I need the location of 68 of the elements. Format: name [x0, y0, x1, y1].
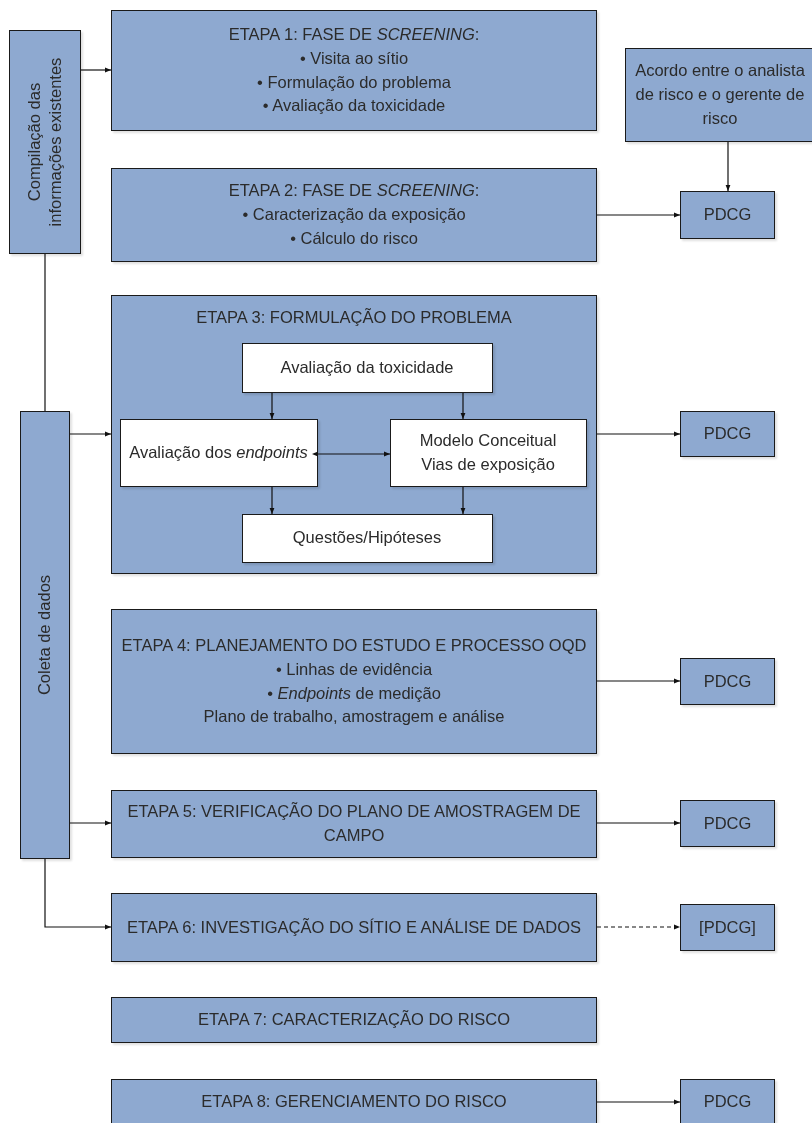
- stage-box: [111, 790, 597, 858]
- node-label: PDCG: [703, 204, 752, 226]
- process-box: [119, 418, 318, 487]
- pdcg-box: [680, 411, 775, 457]
- node-label: • Endpoints de medição: [267, 682, 441, 704]
- stage-box: [111, 10, 597, 131]
- arrow: [596, 924, 681, 930]
- arrow: [596, 678, 681, 684]
- arrow: [69, 820, 112, 826]
- node-label: PDCG: [703, 423, 752, 445]
- arrow: [596, 1099, 681, 1105]
- stage-box: [111, 168, 597, 262]
- node-label: • Visita ao sítio: [299, 47, 409, 69]
- arrow: [69, 431, 112, 437]
- stage-heading: ETAPA 4: PLANEJAMENTO DO ESTUDO E PROCESSO OQD: [121, 634, 587, 656]
- arrow: [312, 451, 391, 457]
- node-label: Vias de exposição: [421, 453, 555, 475]
- node-label: ETAPA 6: INVESTIGAÇÃO DO SÍTIO E ANÁLISE DE DADOS: [126, 916, 582, 938]
- arrow: [596, 431, 681, 437]
- node-label: PDCG: [703, 670, 752, 692]
- node-label: [PDCG]: [699, 916, 756, 938]
- pdcg-box: [680, 1079, 775, 1123]
- node-label: PDCG: [703, 812, 752, 834]
- pdcg-box: [680, 191, 775, 239]
- pdcg-box: [680, 904, 775, 951]
- node-label: PDCG: [703, 1090, 752, 1112]
- arrow: [725, 141, 731, 192]
- arrow: [80, 67, 112, 73]
- arrow: [460, 486, 466, 515]
- node-label: Avaliação dos endpoints: [129, 441, 308, 463]
- node-label: Coleta de dados: [34, 573, 55, 698]
- stage-box: [111, 997, 597, 1043]
- process-box: [241, 342, 493, 393]
- arrow: [44, 858, 112, 930]
- stage-heading: ETAPA 2: FASE DE SCREENING:: [228, 180, 480, 202]
- side-bar: [9, 30, 81, 254]
- node-label: ETAPA 8: GERENCIAMENTO DO RISCO: [201, 1090, 507, 1112]
- node-label: ETAPA 7: CARACTERIZAÇÃO DO RISCO: [198, 1009, 510, 1031]
- stage-box: [111, 609, 597, 754]
- node-label: Plano de trabalho, amostragem e análise: [203, 706, 505, 728]
- arrow: [269, 486, 275, 515]
- stage-box: [111, 893, 597, 962]
- stage-box: [111, 1079, 597, 1123]
- node-label: • Linhas de evidência: [275, 658, 433, 680]
- node-label: Compilação das informações existentes: [23, 56, 65, 229]
- pdcg-box: [680, 800, 775, 847]
- process-box: [389, 418, 587, 487]
- node-label: Acordo entre o analista de risco e o gerente de risco: [634, 60, 806, 129]
- node-label: Questões/Hipóteses: [292, 527, 442, 549]
- node-label: Modelo Conceitual: [419, 429, 557, 451]
- note-box: [625, 48, 812, 142]
- side-bar: [20, 411, 70, 859]
- node-label: • Avaliação da toxicidade: [262, 95, 446, 117]
- node-label: ETAPA 5: VERIFICAÇÃO DO PLANO DE AMOSTRAGEM DE CAMPO: [126, 801, 582, 846]
- node-label: • Formulação do problema: [257, 71, 451, 93]
- node-label: • Cálculo do risco: [290, 227, 418, 249]
- stage-heading: ETAPA 1: FASE DE SCREENING:: [228, 23, 480, 45]
- node-label: Avaliação da toxicidade: [280, 356, 454, 378]
- pdcg-box: [680, 658, 775, 705]
- arrow: [596, 820, 681, 826]
- connector-line: [44, 253, 46, 412]
- arrow: [596, 212, 681, 218]
- process-box: [241, 513, 493, 563]
- node-label: • Caracterização da exposição: [242, 204, 466, 226]
- node-label: ETAPA 3: FORMULAÇÃO DO PROBLEMA: [196, 307, 512, 328]
- arrow: [269, 392, 275, 420]
- arrow: [460, 392, 466, 420]
- stage-box: [111, 295, 597, 574]
